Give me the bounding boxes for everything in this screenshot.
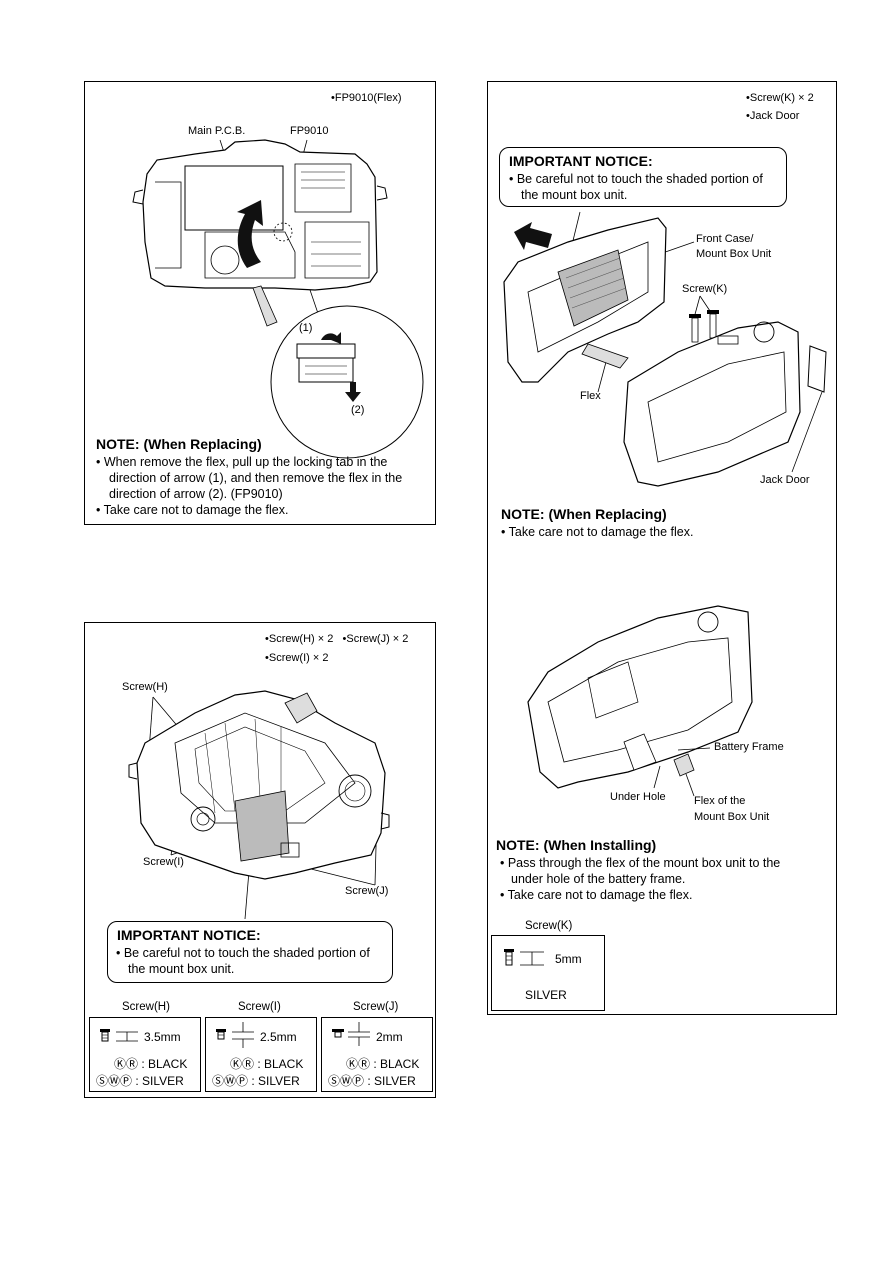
spec-black: ⓀⓇ : BLACK (114, 1057, 188, 1071)
spec-silver: ⓈⓌⓅ : SILVER (328, 1074, 416, 1088)
note-title: NOTE: (When Replacing) (96, 436, 262, 452)
panel-header: •FP9010(Flex) (331, 92, 402, 104)
spec-length: 2mm (376, 1030, 403, 1044)
screw-spec-i: 2.5mm ⓀⓇ : BLACK ⓈⓌⓅ : SILVER (205, 1017, 317, 1092)
spec-length: 2.5mm (260, 1030, 297, 1044)
spec-name-k: Screw(K) (525, 920, 573, 932)
label-main-pcb: Main P.C.B. (188, 125, 246, 137)
note-line: • Take care not to damage the flex. (500, 888, 693, 902)
camera-exploded-illustration (503, 211, 827, 797)
panel-header-line: •Jack Door (746, 110, 800, 122)
spec-name-i: Screw(I) (238, 1001, 281, 1013)
screw-icon (100, 1029, 138, 1042)
note-line: • Pass through the flex of the mount box… (500, 856, 781, 870)
label-mount-box-unit-2: Mount Box Unit (694, 811, 770, 823)
label-front-case: Front Case/ (696, 233, 754, 245)
panel-header-line: •Screw(H) × 2 •Screw(J) × 2 (265, 633, 409, 645)
spec-name-h: Screw(H) (122, 1001, 170, 1013)
label-arrow-2: (2) (351, 404, 365, 416)
spec-black: ⓀⓇ : BLACK (346, 1057, 420, 1071)
important-line: the mount box unit. (521, 188, 628, 202)
note-line: direction of arrow (1), and then remove … (109, 471, 403, 485)
screw-icon (332, 1022, 370, 1046)
label-mount-box-unit: Mount Box Unit (696, 248, 772, 260)
important-notice: IMPORTANT NOTICE: • Be careful not to to… (499, 147, 787, 207)
camera-bottom-illustration (128, 690, 390, 920)
label-screw-h: Screw(H) (122, 681, 168, 693)
spec-silver: ⓈⓌⓅ : SILVER (212, 1074, 300, 1088)
label-jack-door: Jack Door (760, 474, 810, 486)
panel-header-line: •Screw(I) × 2 (265, 652, 329, 664)
label-flex: Flex (580, 390, 601, 402)
panel-header-line: •Screw(K) × 2 (746, 92, 814, 104)
label-fp9010: FP9010 (290, 125, 329, 137)
panel-front-case-removal: •Screw(K) × 2 •Jack Door IMPORTANT NOTIC… (487, 81, 837, 1015)
label-under-hole: Under Hole (610, 791, 666, 803)
important-notice: IMPORTANT NOTICE: • Be careful not to to… (107, 921, 393, 983)
label-screw-i: Screw(I) (143, 856, 184, 868)
screw-icon (504, 949, 544, 966)
note-line: under hole of the battery frame. (511, 872, 686, 886)
note-line: direction of arrow (2). (FP9010) (109, 487, 283, 501)
note-line: • Take care not to damage the flex. (96, 503, 289, 517)
spec-name-j: Screw(J) (353, 1001, 399, 1013)
label-arrow-1: (1) (299, 322, 313, 334)
note-installing-title: NOTE: (When Installing) (496, 837, 657, 853)
important-line: • Be careful not to touch the shaded por… (509, 172, 763, 186)
spec-length: 3.5mm (144, 1030, 181, 1044)
screw-spec-k: 5mm SILVER (491, 935, 605, 1011)
screw-spec-j: 2mm ⓀⓇ : BLACK ⓈⓌⓅ : SILVER (321, 1017, 433, 1092)
panel-screw-removal: •Screw(H) × 2 •Screw(J) × 2 •Screw(I) × … (84, 622, 436, 1098)
important-title: IMPORTANT NOTICE: (117, 927, 261, 943)
screw-spec-h: 3.5mm ⓀⓇ : BLACK ⓈⓌⓅ : SILVER (89, 1017, 201, 1092)
spec-black: ⓀⓇ : BLACK (230, 1057, 304, 1071)
label-flex-of-the: Flex of the (694, 795, 746, 807)
camera-body-illustration (132, 139, 424, 459)
important-title: IMPORTANT NOTICE: (509, 153, 653, 169)
panel-flex-removal: •FP9010(Flex) Main P.C.B. FP9010 (84, 81, 436, 525)
note-replacing-title: NOTE: (When Replacing) (501, 506, 667, 522)
note-line: • Take care not to damage the flex. (501, 525, 694, 539)
label-battery-frame: Battery Frame (714, 741, 784, 753)
spec-length: 5mm (555, 952, 582, 966)
screw-icon (216, 1022, 254, 1048)
spec-silver: ⓈⓌⓅ : SILVER (96, 1074, 184, 1088)
important-line: • Be careful not to touch the shaded por… (116, 946, 370, 960)
important-line: the mount box unit. (128, 962, 235, 976)
spec-color: SILVER (525, 988, 567, 1002)
note-line: • When remove the flex, pull up the lock… (96, 455, 388, 469)
label-screw-j: Screw(J) (345, 885, 389, 897)
label-screw-k: Screw(K) (682, 283, 728, 295)
